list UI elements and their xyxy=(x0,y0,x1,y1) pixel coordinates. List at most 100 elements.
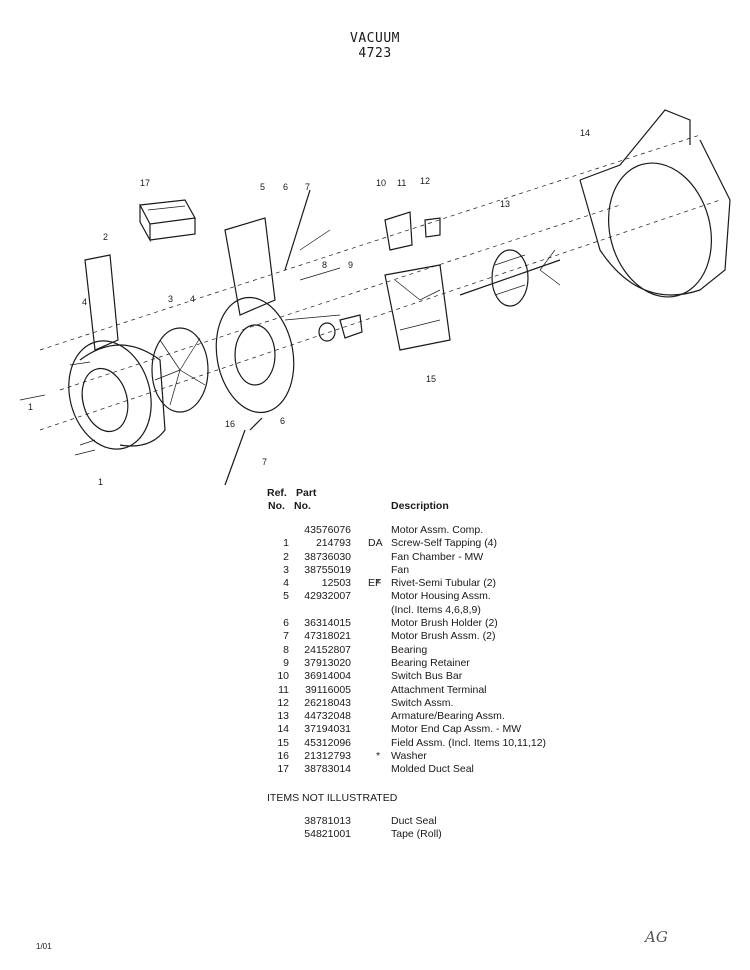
table-row: 9 37913020 Bearing Retainer xyxy=(267,657,737,670)
ref-number: 5 xyxy=(283,590,289,603)
part-description: Motor Brush Assm. (2) xyxy=(391,630,496,643)
part-description: (Incl. Items 4,6,8,9) xyxy=(391,603,481,616)
part-number: 54821001 xyxy=(304,828,351,841)
table-row: (Incl. Items 4,6,8,9) xyxy=(267,604,737,617)
part-number: 43576076 xyxy=(304,524,351,536)
field-assembly-part xyxy=(384,211,451,351)
table-row: 14 37194031 Motor End Cap Assm. - MW xyxy=(267,723,737,736)
part-number: 39116005 xyxy=(305,683,351,696)
part-number: 12503 xyxy=(321,577,351,590)
table-row: 13 44732048 Armature/Bearing Assm. xyxy=(267,710,737,723)
exploded-view-diagram: 17 2 5 6 7 10 11 12 13 14 3 4 8 9 15 16 … xyxy=(19,109,731,487)
ref-number: 6 xyxy=(283,617,289,630)
screw-parts xyxy=(19,361,96,456)
part-description: Armature/Bearing Assm. xyxy=(391,710,505,723)
description-header: Description xyxy=(391,500,449,512)
callout-label: 11 xyxy=(397,178,406,188)
ref-number: 16 xyxy=(277,750,289,763)
callout-label: 17 xyxy=(140,178,150,188)
part-description: Fan xyxy=(391,563,410,576)
handwritten-initials: AG xyxy=(645,928,668,946)
part-number: 37194031 xyxy=(304,723,351,736)
ref-number: 9 xyxy=(283,656,289,669)
part-number: 38783014 xyxy=(304,763,351,776)
part-number: 26218043 xyxy=(304,696,351,709)
not-illustrated-heading: ITEMS NOT ILLUSTRATED xyxy=(267,792,398,804)
table-row: 16 21312793 * Washer xyxy=(267,750,737,763)
part-description: Rivet-Semi Tubular (2) xyxy=(391,577,497,590)
callout-label: 10 xyxy=(376,178,386,188)
table-row: 7 47318021 Motor Brush Assm. (2) xyxy=(267,630,737,643)
part-description: Motor Assm. Comp. xyxy=(391,524,484,536)
callout-label: 8 xyxy=(322,260,327,270)
part-number: 45312096 xyxy=(304,736,351,749)
armature-part xyxy=(459,249,561,307)
part-description: Switch Bus Bar xyxy=(391,670,463,683)
revision-date: 1/01 xyxy=(36,942,52,951)
ref-number: 14 xyxy=(277,723,289,736)
part-number: 21312793 xyxy=(304,750,351,763)
ref-number: 7 xyxy=(283,630,289,643)
part-description: Fan Chamber - MW xyxy=(391,550,484,563)
table-row: 6 36314015 Motor Brush Holder (2) xyxy=(267,617,737,630)
callout-label: 4 xyxy=(190,294,195,304)
brush-assembly-part xyxy=(224,429,246,486)
part-description: Motor End Cap Assm. - MW xyxy=(391,723,522,736)
callout-label: 15 xyxy=(426,374,436,384)
ref-number: 11 xyxy=(278,683,289,696)
part-number: 42932007 xyxy=(304,590,351,603)
part-number: 37913020 xyxy=(304,656,351,669)
ref-number: 8 xyxy=(283,643,289,656)
part-number: 47318021 xyxy=(304,630,351,643)
part-number: 38781013 xyxy=(304,815,351,827)
bearing-retainer-part xyxy=(339,314,363,339)
ref-number: 3 xyxy=(283,563,289,576)
ref-number: 13 xyxy=(277,710,289,723)
duct-seal-part xyxy=(139,199,196,243)
part-description: Field Assm. (Incl. Items 10,11,12) xyxy=(391,736,547,749)
part-header-2: No. xyxy=(294,500,311,512)
fan-part xyxy=(151,327,209,413)
ref-number: 1 xyxy=(283,537,289,550)
callout-label: 3 xyxy=(168,294,173,304)
motor-end-cap-part xyxy=(579,109,731,298)
part-description: Washer xyxy=(391,750,427,763)
table-row: 15 45312096 Field Assm. (Incl. Items 10,11… xyxy=(267,737,737,750)
part-number: 36914004 xyxy=(304,670,351,683)
part-description: Screw-Self Tapping (4) xyxy=(391,537,498,550)
table-row: 10 36914004 Switch Bus Bar xyxy=(267,670,737,683)
part-header: Part xyxy=(296,487,317,499)
part-number: 38736030 xyxy=(304,550,351,563)
bearing-part xyxy=(318,322,336,342)
table-row: 2 38736030 Fan Chamber - MW xyxy=(267,551,737,564)
ref-number: 15 xyxy=(277,736,289,749)
part-number: 44732048 xyxy=(304,710,351,723)
ref-header-2: No. xyxy=(268,500,285,512)
page-title: VACUUM xyxy=(350,31,400,46)
callout-label: 4 xyxy=(82,297,87,307)
note-mark: * xyxy=(376,750,381,763)
part-description: Switch Assm. xyxy=(391,696,454,709)
ref-number: 2 xyxy=(283,550,289,563)
part-description: Motor Housing Assm. xyxy=(391,590,491,603)
part-number: 36314015 xyxy=(304,617,351,630)
part-number: 38755019 xyxy=(304,563,351,576)
part-description: Molded Duct Seal xyxy=(391,763,474,776)
brush-holder-part xyxy=(284,189,311,271)
part-description: Motor Brush Holder (2) xyxy=(391,617,498,630)
callout-label: 6 xyxy=(283,182,288,192)
table-row: 43576076 Motor Assm. Comp. xyxy=(267,524,737,537)
table-row: 3 38755019 Fan xyxy=(267,564,737,577)
part-suffix: EF xyxy=(368,577,382,590)
ref-number: 10 xyxy=(277,670,289,683)
part-number: 214793 xyxy=(315,537,351,550)
part-description: Bearing Retainer xyxy=(391,656,470,669)
